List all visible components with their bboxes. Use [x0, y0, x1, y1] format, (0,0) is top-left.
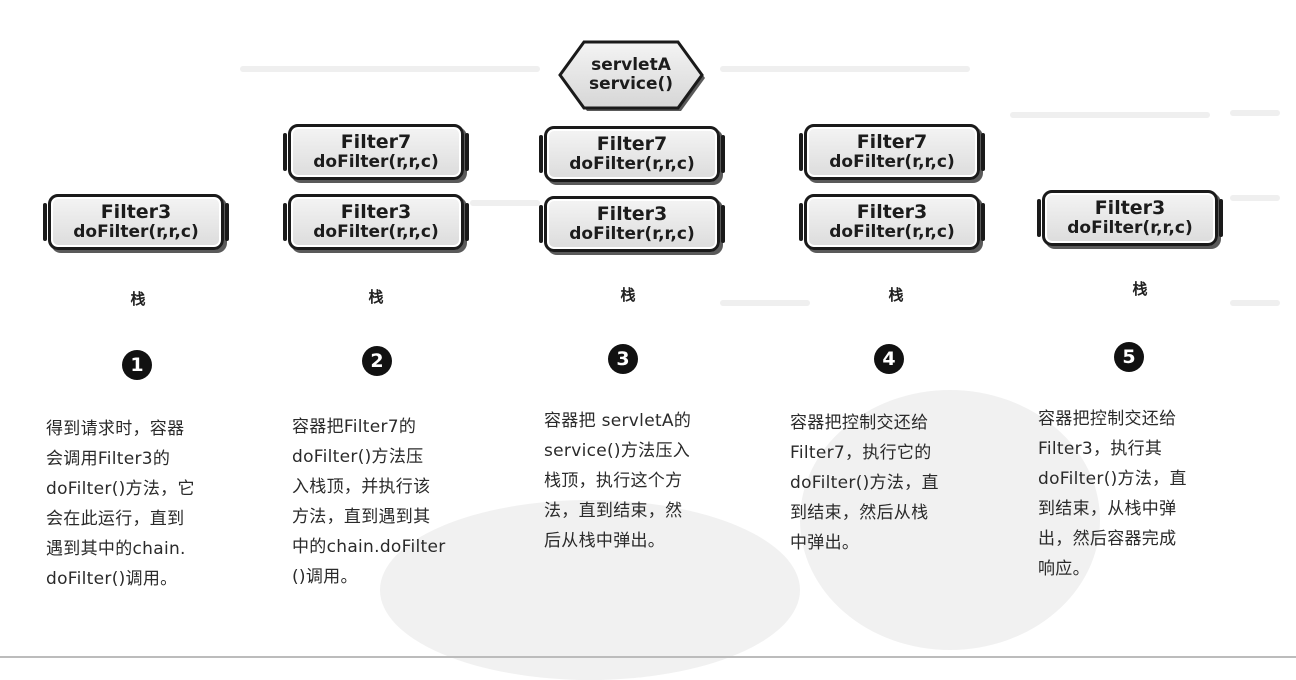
frame-method: doFilter(r,r,c): [569, 154, 695, 175]
stack-frame-filter7: Filter7 doFilter(r,r,c): [539, 126, 725, 182]
frame-method: doFilter(r,r,c): [313, 222, 439, 243]
stack-label: 栈: [620, 286, 636, 304]
step-description: 容器把控制交还给 Filter7，执行它的 doFilter()方法，直 到结束…: [790, 413, 939, 553]
frame-name: Filter3: [596, 203, 668, 226]
step-number-badge: 3: [608, 344, 638, 374]
step-description: 容器把Filter7的 doFilter()方法压 入栈顶，并执行该 方法，直到…: [292, 417, 446, 587]
step-description: 容器把 servletA的 service()方法压入 栈顶，执行这个方 法，直…: [544, 411, 692, 551]
frame-name: Filter3: [856, 201, 928, 224]
frame-method: doFilter(r,r,c): [829, 222, 955, 243]
hexagon-shape: [558, 40, 705, 111]
stack-label: 栈: [368, 288, 384, 306]
frame-method: service(): [588, 74, 674, 94]
step-description: 得到请求时，容器 会调用Filter3的 doFilter()方法，它 会在此运…: [46, 419, 195, 589]
stack-frame-filter7: Filter7 doFilter(r,r,c): [283, 124, 469, 180]
stack-frame-filter7: Filter7 doFilter(r,r,c): [799, 124, 985, 180]
frame-name: Filter7: [340, 131, 412, 154]
stack-frame-filter3: Filter3 doFilter(r,r,c): [1037, 190, 1223, 246]
frame-name: Filter3: [100, 201, 172, 224]
step-number-badge: 5: [1114, 342, 1144, 372]
stack-frame-filter3: Filter3 doFilter(r,r,c): [799, 194, 985, 250]
stack-label: 栈: [888, 286, 904, 304]
step-number-badge: 2: [362, 346, 392, 376]
frame-name: Filter7: [596, 133, 668, 156]
stack-frame-filter3: Filter3 doFilter(r,r,c): [539, 196, 725, 252]
stack-frame-filter3: Filter3 doFilter(r,r,c): [43, 194, 229, 250]
stack-label: 栈: [130, 290, 146, 308]
bottom-divider: [0, 656, 1296, 658]
stack-frame-filter3: Filter3 doFilter(r,r,c): [283, 194, 469, 250]
step-number-badge: 1: [122, 350, 152, 380]
frame-method: doFilter(r,r,c): [829, 152, 955, 173]
frame-method: doFilter(r,r,c): [313, 152, 439, 173]
frame-method: doFilter(r,r,c): [569, 224, 695, 245]
step-description: 容器把控制交还给 Filter3，执行其 doFilter()方法，直 到结束，…: [1038, 409, 1187, 579]
frame-method: doFilter(r,r,c): [73, 222, 199, 243]
frame-name: servletA: [591, 55, 671, 76]
frame-name: Filter3: [1094, 197, 1166, 220]
frame-name: Filter7: [856, 131, 928, 154]
frame-name: Filter3: [340, 201, 412, 224]
stack-label: 栈: [1132, 280, 1148, 298]
stack-frame-servlet: servletA service(): [556, 38, 706, 112]
frame-method: doFilter(r,r,c): [1067, 218, 1193, 239]
step-number-badge: 4: [874, 344, 904, 374]
